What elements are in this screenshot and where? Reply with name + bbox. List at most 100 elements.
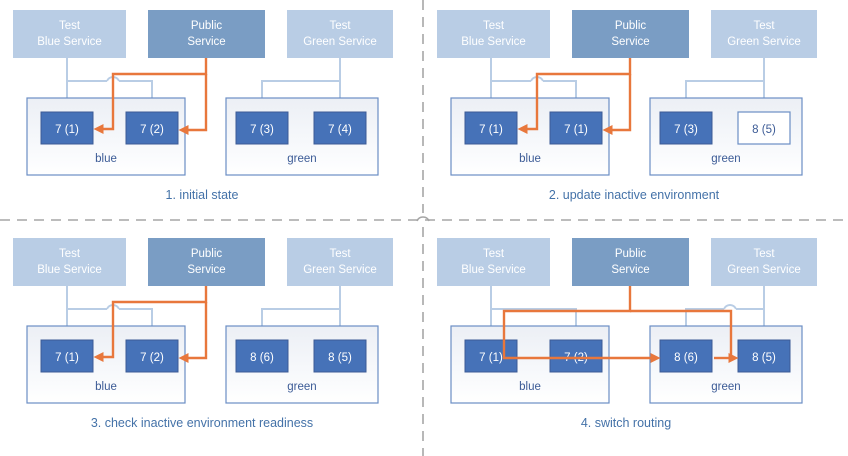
public-routing [93,286,208,363]
service-label-line1: Test [753,20,775,32]
connector-blue-to-node2-tail [543,80,581,111]
environment-label: green [287,153,316,165]
node-green-2[interactable]: 7 (4) [313,111,367,145]
route-public-to-green-node1 [502,286,661,363]
service-public-service[interactable]: Public Service [148,10,265,58]
route-public-to-node1 [517,58,632,134]
route-public-to-node2 [178,302,208,363]
environment-green[interactable]: 8 (6) 8 (5) green [225,325,379,404]
panel-caption: 3. check inactive environment readiness [91,416,313,430]
node-green-1[interactable]: 8 (6) [235,339,289,373]
node-green-1[interactable]: 8 (6) [659,339,713,373]
connector-green-to-node2 [257,80,340,111]
environment-green[interactable]: 7 (3) 7 (4) green [225,97,379,176]
node-green-1[interactable]: 7 (3) [659,111,713,145]
node-blue-2[interactable]: 7 (1) [549,111,603,145]
environment-blue[interactable]: 7 (1) 7 (2) blue [26,97,186,176]
panel-caption: 4. switch routing [581,416,671,430]
node-blue-2[interactable]: 7 (2) [125,111,179,145]
node-blue-1[interactable]: 7 (1) [40,111,94,145]
route-public-to-node2 [178,74,208,135]
test-connectors [486,286,769,339]
service-public-service[interactable]: Public Service [572,10,689,58]
node-label: 8 (6) [674,352,698,364]
service-test-blue-service[interactable]: Test Blue Service [437,238,550,286]
public-routing [517,58,632,135]
panel-2: Test Blue Service Public Service Test Gr… [437,10,817,202]
service-label-line1: Public [615,20,647,32]
service-label-line1: Test [329,20,351,32]
line-hop-icon [723,304,737,310]
node-blue-1[interactable]: 7 (1) [464,339,518,373]
service-public-service[interactable]: Public Service [148,238,265,286]
test-connectors [62,286,345,339]
connector-green-to-node2 [681,80,764,111]
node-green-2[interactable]: 8 (5) [737,339,791,373]
node-label: 7 (3) [250,124,274,136]
node-label: 7 (1) [479,124,503,136]
node-blue-1[interactable]: 7 (1) [464,111,518,145]
environment-blue[interactable]: 7 (1) 7 (1) blue [450,97,610,176]
line-hop-icon [416,216,430,222]
node-label: 7 (3) [674,124,698,136]
service-label-line2: Green Service [303,264,377,276]
service-test-green-service[interactable]: Test Green Service [287,238,393,286]
node-label: 7 (1) [55,352,79,364]
service-label-line2: Service [187,264,225,276]
panel-caption: 2. update inactive environment [549,188,720,202]
service-test-green-service[interactable]: Test Green Service [711,238,817,286]
service-label-line2: Service [611,264,649,276]
test-connectors [62,58,345,111]
node-label: 7 (1) [564,124,588,136]
connector-green-to-node1-tail [681,308,724,339]
service-test-blue-service[interactable]: Test Blue Service [13,238,126,286]
environment-label: blue [95,381,117,393]
node-green-1[interactable]: 7 (3) [235,111,289,145]
connector-blue-to-node2-tail [119,308,157,339]
service-label-line2: Blue Service [37,264,102,276]
environment-label: blue [519,153,541,165]
route-public-to-node1 [93,286,208,362]
panel-caption: 1. initial state [166,188,239,202]
service-label-line1: Test [753,248,775,260]
route-public-to-node2 [602,74,632,135]
node-label: 8 (5) [752,124,776,136]
environment-green[interactable]: 7 (3) 8 (5) green [649,97,803,176]
service-label-line2: Blue Service [37,36,102,48]
service-label-line1: Public [191,248,223,260]
node-label: 7 (2) [140,352,164,364]
service-test-green-service[interactable]: Test Green Service [287,10,393,58]
node-label: 7 (1) [479,352,503,364]
node-label: 8 (5) [328,352,352,364]
connector-blue-to-node2 [491,308,581,339]
node-green-2[interactable]: 8 (5) [737,111,791,145]
panel-1: Test Blue Service Public Service Test Gr… [13,10,393,202]
node-blue-1[interactable]: 7 (1) [40,339,94,373]
service-test-blue-service[interactable]: Test Blue Service [13,10,126,58]
service-label-line2: Blue Service [461,264,526,276]
service-label-line1: Public [191,20,223,32]
environment-label: green [711,153,740,165]
environment-green[interactable]: 8 (6) 8 (5) green [649,325,803,404]
service-label-line2: Blue Service [461,36,526,48]
panel-3: Test Blue Service Public Service Test Gr… [13,238,393,430]
service-label-line2: Green Service [727,36,801,48]
environment-label: green [711,381,740,393]
node-blue-2[interactable]: 7 (2) [125,339,179,373]
service-label-line1: Test [59,20,81,32]
node-green-2[interactable]: 8 (5) [313,339,367,373]
environment-blue[interactable]: 7 (1) 7 (2) blue [450,325,610,404]
node-blue-2[interactable]: 7 (2) [549,339,603,373]
environment-label: blue [95,153,117,165]
connector-green-to-node2 [257,308,340,339]
service-test-blue-service[interactable]: Test Blue Service [437,10,550,58]
environment-label: blue [519,381,541,393]
environment-blue[interactable]: 7 (1) 7 (2) blue [26,325,186,404]
service-public-service[interactable]: Public Service [572,238,689,286]
service-test-green-service[interactable]: Test Green Service [711,10,817,58]
service-label-line1: Test [483,20,505,32]
node-label: 7 (4) [328,124,352,136]
